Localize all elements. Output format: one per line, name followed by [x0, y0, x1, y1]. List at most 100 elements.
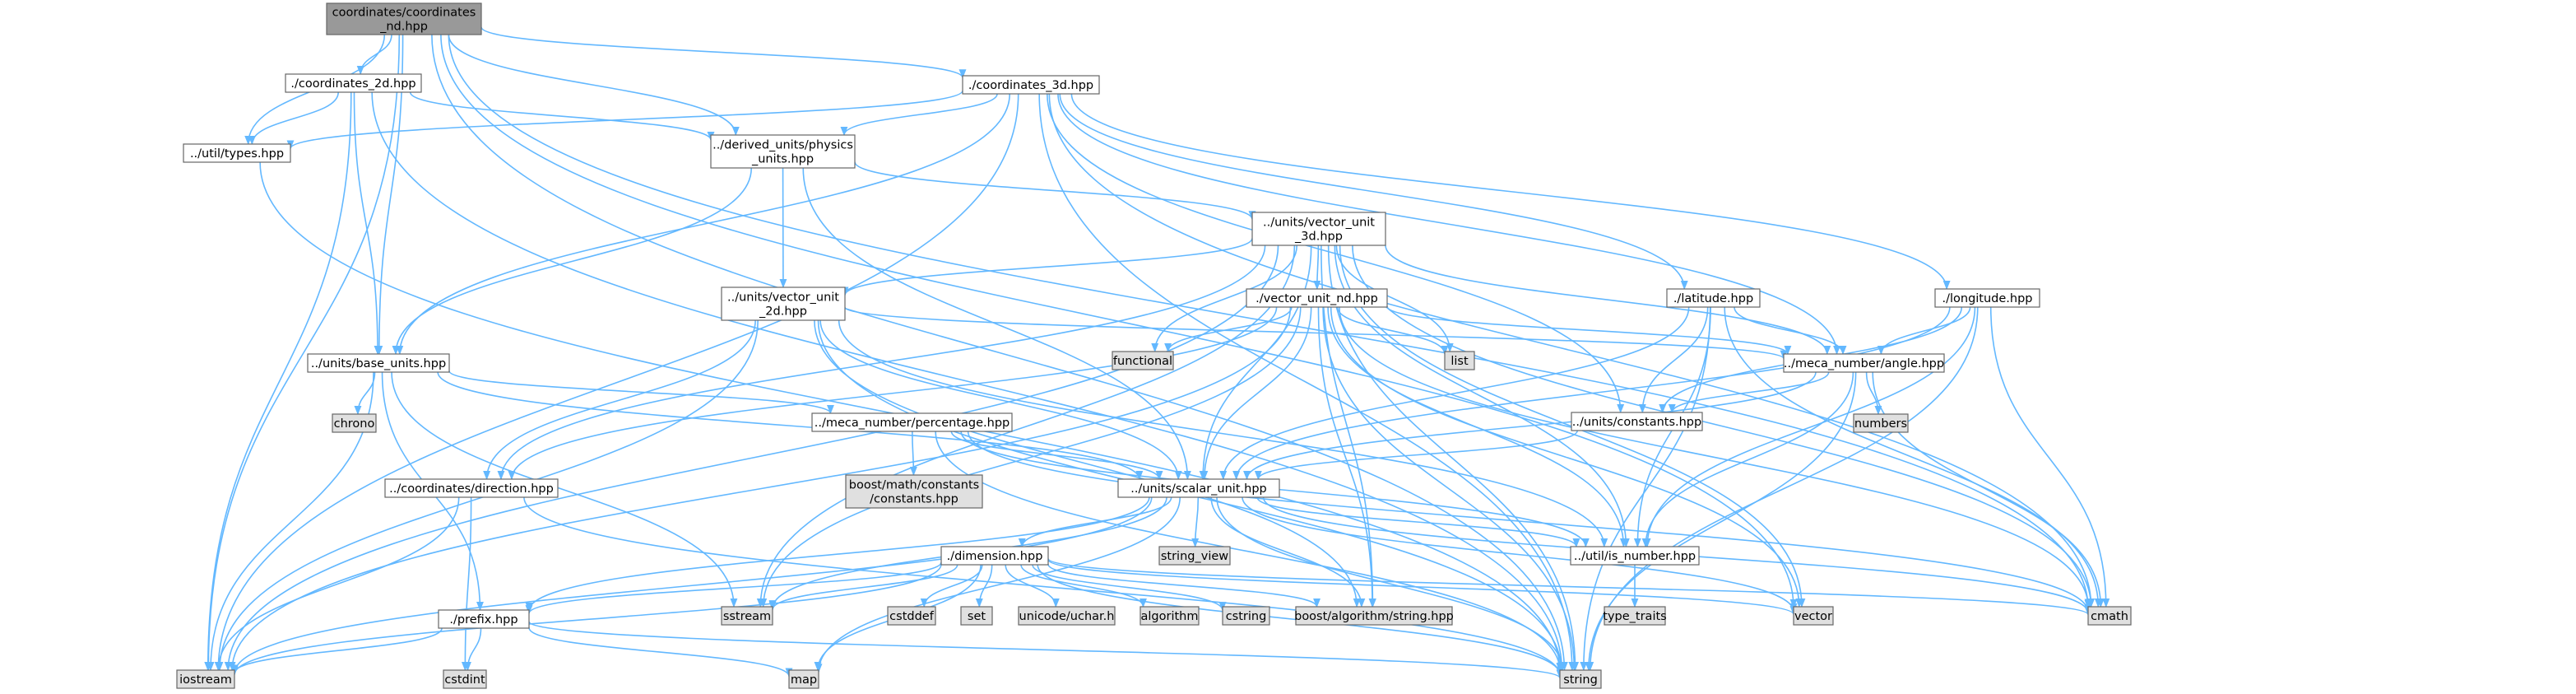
edge-prefix-to-iostream	[230, 627, 443, 674]
edge-longitude-to-cmath	[1989, 306, 2110, 608]
edge-vector_unit_2d-to-scalar_unit	[819, 319, 1182, 481]
node-box	[960, 606, 993, 626]
node-box	[438, 609, 530, 629]
node-label: cmath	[2091, 610, 2128, 623]
node-physics-units[interactable]: ../derived_units/physics_units.hpp	[710, 134, 856, 169]
node-label: ../util/is_number.hpp	[1574, 550, 1696, 563]
node-map: map	[788, 669, 819, 689]
edge-base_units-to-percentage	[448, 370, 834, 415]
node-label: vector	[1794, 610, 1832, 623]
node-box	[1571, 412, 1703, 431]
node-label: iostream	[179, 673, 232, 687]
node-vector-unit-2d[interactable]: ../units/vector_unit_2d.hpp	[721, 286, 846, 321]
node-label: ./vector_unit_nd.hpp	[1256, 292, 1378, 305]
node-box	[332, 413, 377, 433]
node-box	[940, 546, 1049, 566]
edge-dimension-to-uchar	[1005, 564, 1060, 608]
node-latitude[interactable]: ./latitude.hpp	[1666, 288, 1761, 308]
edge-coordinates_3d-to-physics_units	[840, 93, 998, 137]
node-constants[interactable]: ../units/constants.hpp	[1571, 412, 1703, 431]
edge-vector_unit_nd-to-vector	[1330, 306, 1803, 608]
edge-vector_unit_3d-to-vector_unit_nd	[1313, 245, 1321, 291]
node-label: map	[791, 673, 817, 687]
edge-angle-to-cmath	[1872, 371, 2105, 608]
node-dimension[interactable]: ./dimension.hpp	[940, 546, 1049, 566]
node-label: ./coordinates_2d.hpp	[290, 77, 415, 91]
edge-vector_unit_3d-to-sstream	[756, 245, 1296, 608]
edge-vector_unit_nd-to-functional	[1164, 306, 1293, 353]
node-coordinates-nd[interactable]: coordinates/coordinates_nd.hpp	[326, 2, 482, 35]
node-string-view: string_view	[1158, 546, 1231, 566]
nodes-layer: coordinates/coordinates_nd.hpp ./coordina…	[176, 2, 2132, 689]
edge-direction-to-iostream	[214, 496, 460, 672]
edge-vector_unit_2d-to-is_number	[838, 319, 1608, 548]
edge-coordinates_3d-to-constants	[1047, 93, 1625, 414]
edge-physics_units-to-vector_unit_3d	[854, 161, 1256, 221]
node-percentage[interactable]: ../meca_number/percentage.hpp	[811, 412, 1013, 432]
node-label: _2d.hpp	[759, 305, 807, 319]
edge-vector_unit_3d-to-string	[1327, 245, 1580, 672]
node-label: cstring	[1226, 610, 1267, 623]
edge-vector_unit_nd-to-list	[1336, 306, 1449, 356]
node-is-number[interactable]: ../util/is_number.hpp	[1570, 546, 1700, 566]
node-label: coordinates/coordinates	[332, 7, 476, 20]
edge-vector_unit_nd-to-cmath	[1339, 306, 2092, 608]
edge-dimension-to-iostream	[230, 564, 942, 676]
node-box	[788, 669, 819, 689]
edge-vector_unit_3d-to-functional	[1151, 245, 1298, 353]
edge-dimension-to-cstddef	[920, 564, 983, 608]
node-label: algorithm	[1141, 610, 1199, 623]
node-box	[1444, 351, 1475, 370]
edge-angle-to-constants	[1668, 371, 1830, 414]
node-util-types[interactable]: ../util/types.hpp	[183, 143, 291, 163]
node-longitude[interactable]: ./longitude.hpp	[1934, 288, 2040, 308]
node-label: numbers	[1854, 417, 1907, 431]
edge-coordinates_2d-to-base_units	[353, 91, 382, 356]
edge-coordinates_nd-to-iostream	[204, 34, 401, 672]
edge-longitude-to-scalar_unit	[1232, 306, 1951, 481]
edge-angle-to-is_number	[1641, 371, 1854, 548]
edge-scalar_unit-to-string	[1216, 496, 1566, 672]
node-sstream: sstream	[721, 606, 773, 626]
edge-latitude-to-cmath	[1724, 306, 2102, 608]
node-prefix[interactable]: ./prefix.hpp	[438, 609, 530, 629]
edge-coordinates_3d-to-latitude	[1059, 93, 1688, 291]
node-vector: vector	[1793, 606, 1834, 626]
node-label: ../meca_number/angle.hpp	[1784, 357, 1944, 370]
node-box	[326, 2, 482, 35]
node-angle[interactable]: ../meca_number/angle.hpp	[1783, 353, 1945, 373]
node-direction[interactable]: ../coordinates/direction.hpp	[384, 478, 559, 498]
edge-dimension-to-prefix	[525, 561, 942, 615]
node-label: ../units/constants.hpp	[1572, 416, 1701, 429]
node-type-traits: type_traits	[1603, 606, 1667, 626]
node-boost-constants: boost/math/constants/constants.hpp	[845, 474, 983, 509]
node-box	[1853, 413, 1909, 433]
node-box	[721, 286, 846, 321]
node-set: set	[960, 606, 993, 626]
node-label: list	[1450, 355, 1469, 368]
node-vector-unit-nd[interactable]: ./vector_unit_nd.hpp	[1246, 288, 1388, 308]
node-coordinates-3d[interactable]: ./coordinates_3d.hpp	[962, 75, 1100, 95]
edge-coordinates_nd-to-string	[431, 34, 1568, 672]
edge-angle-to-string	[1585, 371, 1857, 672]
edge-coordinates_nd-to-coordinates_2d	[356, 34, 392, 76]
node-functional: functional	[1112, 351, 1174, 370]
edge-scalar_unit-to-is_number	[1256, 496, 1580, 548]
node-box	[1117, 478, 1280, 498]
edge-vector_unit_nd-to-string	[1322, 306, 1578, 672]
node-label: type_traits	[1603, 610, 1666, 623]
edge-coordinates_2d-to-string	[371, 91, 1566, 672]
edge-dimension-to-cmath	[1047, 557, 2092, 616]
node-base-units[interactable]: ../units/base_units.hpp	[307, 353, 450, 373]
node-coordinates-2d[interactable]: ./coordinates_2d.hpp	[285, 73, 422, 93]
node-cstdint: cstdint	[443, 669, 487, 689]
node-vector-unit-3d[interactable]: ../units/vector_unit_3d.hpp	[1251, 212, 1386, 246]
node-scalar-unit[interactable]: ../units/scalar_unit.hpp	[1117, 478, 1280, 498]
edge-physics_units-to-scalar_unit	[802, 167, 1191, 481]
node-label: unicode/uchar.h	[1019, 610, 1115, 623]
edge-dimension-to-vector	[1047, 559, 1798, 616]
edge-direction-to-string	[523, 496, 1564, 677]
node-box	[1783, 353, 1945, 373]
node-box	[1666, 288, 1761, 308]
